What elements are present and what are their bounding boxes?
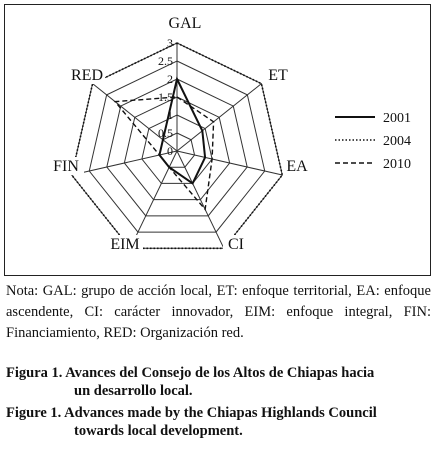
grid-ring-5 (88, 60, 266, 233)
tick-label-5: 2.5 (158, 54, 173, 68)
series-line-2004 (70, 42, 284, 250)
axis-label-gal: GAL (169, 15, 202, 32)
axis-label-bg-et (265, 66, 291, 84)
caption-es-line1: Figura 1. Avances del Consejo de los Alt… (6, 365, 375, 381)
series-line-2010 (113, 96, 215, 212)
axis-label-ci: CI (228, 236, 244, 253)
figure-caption-spanish: Figura 1. Avances del Consejo de los Alt… (6, 364, 431, 400)
axis-label-bg-ci (223, 235, 249, 253)
axis-label-red: RED (71, 67, 103, 84)
caption-en-line2: towards local development. (74, 423, 243, 439)
tick-label-4: 2 (167, 72, 173, 86)
caption-es-line2: un desarrollo local. (74, 383, 193, 399)
legend-label-2010: 2010 (383, 157, 411, 172)
figure-caption-english: Figure 1. Advances made by the Chiapas H… (6, 404, 431, 440)
radar-chart: 00.511.522.53GALETEACIEIMFINRED200120042… (48, 14, 411, 253)
axis-label-eim: EIM (110, 236, 139, 253)
tick-label-6: 3 (167, 36, 173, 50)
chart-note: Nota: GAL: grupo de acción local, ET: en… (6, 283, 431, 341)
axis-label-bg-red (69, 66, 105, 84)
grid-ring-4 (106, 78, 248, 217)
grid-ring-2 (141, 114, 213, 184)
axis-spoke-et (176, 83, 262, 152)
axis-label-ea: EA (286, 158, 308, 175)
axis-label-bg-fin (48, 157, 84, 175)
axis-label-bg-eim (107, 235, 143, 253)
legend-label-2001: 2001 (383, 111, 411, 126)
grid-ring-3 (123, 96, 231, 201)
axis-spoke-fin (71, 150, 178, 176)
axis-label-fin: FIN (53, 158, 79, 175)
tick-label-0: 0 (167, 144, 173, 158)
legend-label-2004: 2004 (383, 134, 411, 149)
tick-label-2: 1 (167, 108, 173, 122)
series-line-2001 (158, 76, 207, 185)
axis-spoke-ea (176, 150, 283, 176)
axis-label-bg-gal (167, 14, 203, 32)
axis-label-et: ET (268, 67, 288, 84)
tick-label-3: 1.5 (158, 90, 173, 104)
caption-en-line1: Figure 1. Advances made by the Chiapas H… (6, 405, 377, 421)
axis-spoke-ci (176, 150, 225, 249)
axis-label-bg-ea (284, 157, 310, 175)
